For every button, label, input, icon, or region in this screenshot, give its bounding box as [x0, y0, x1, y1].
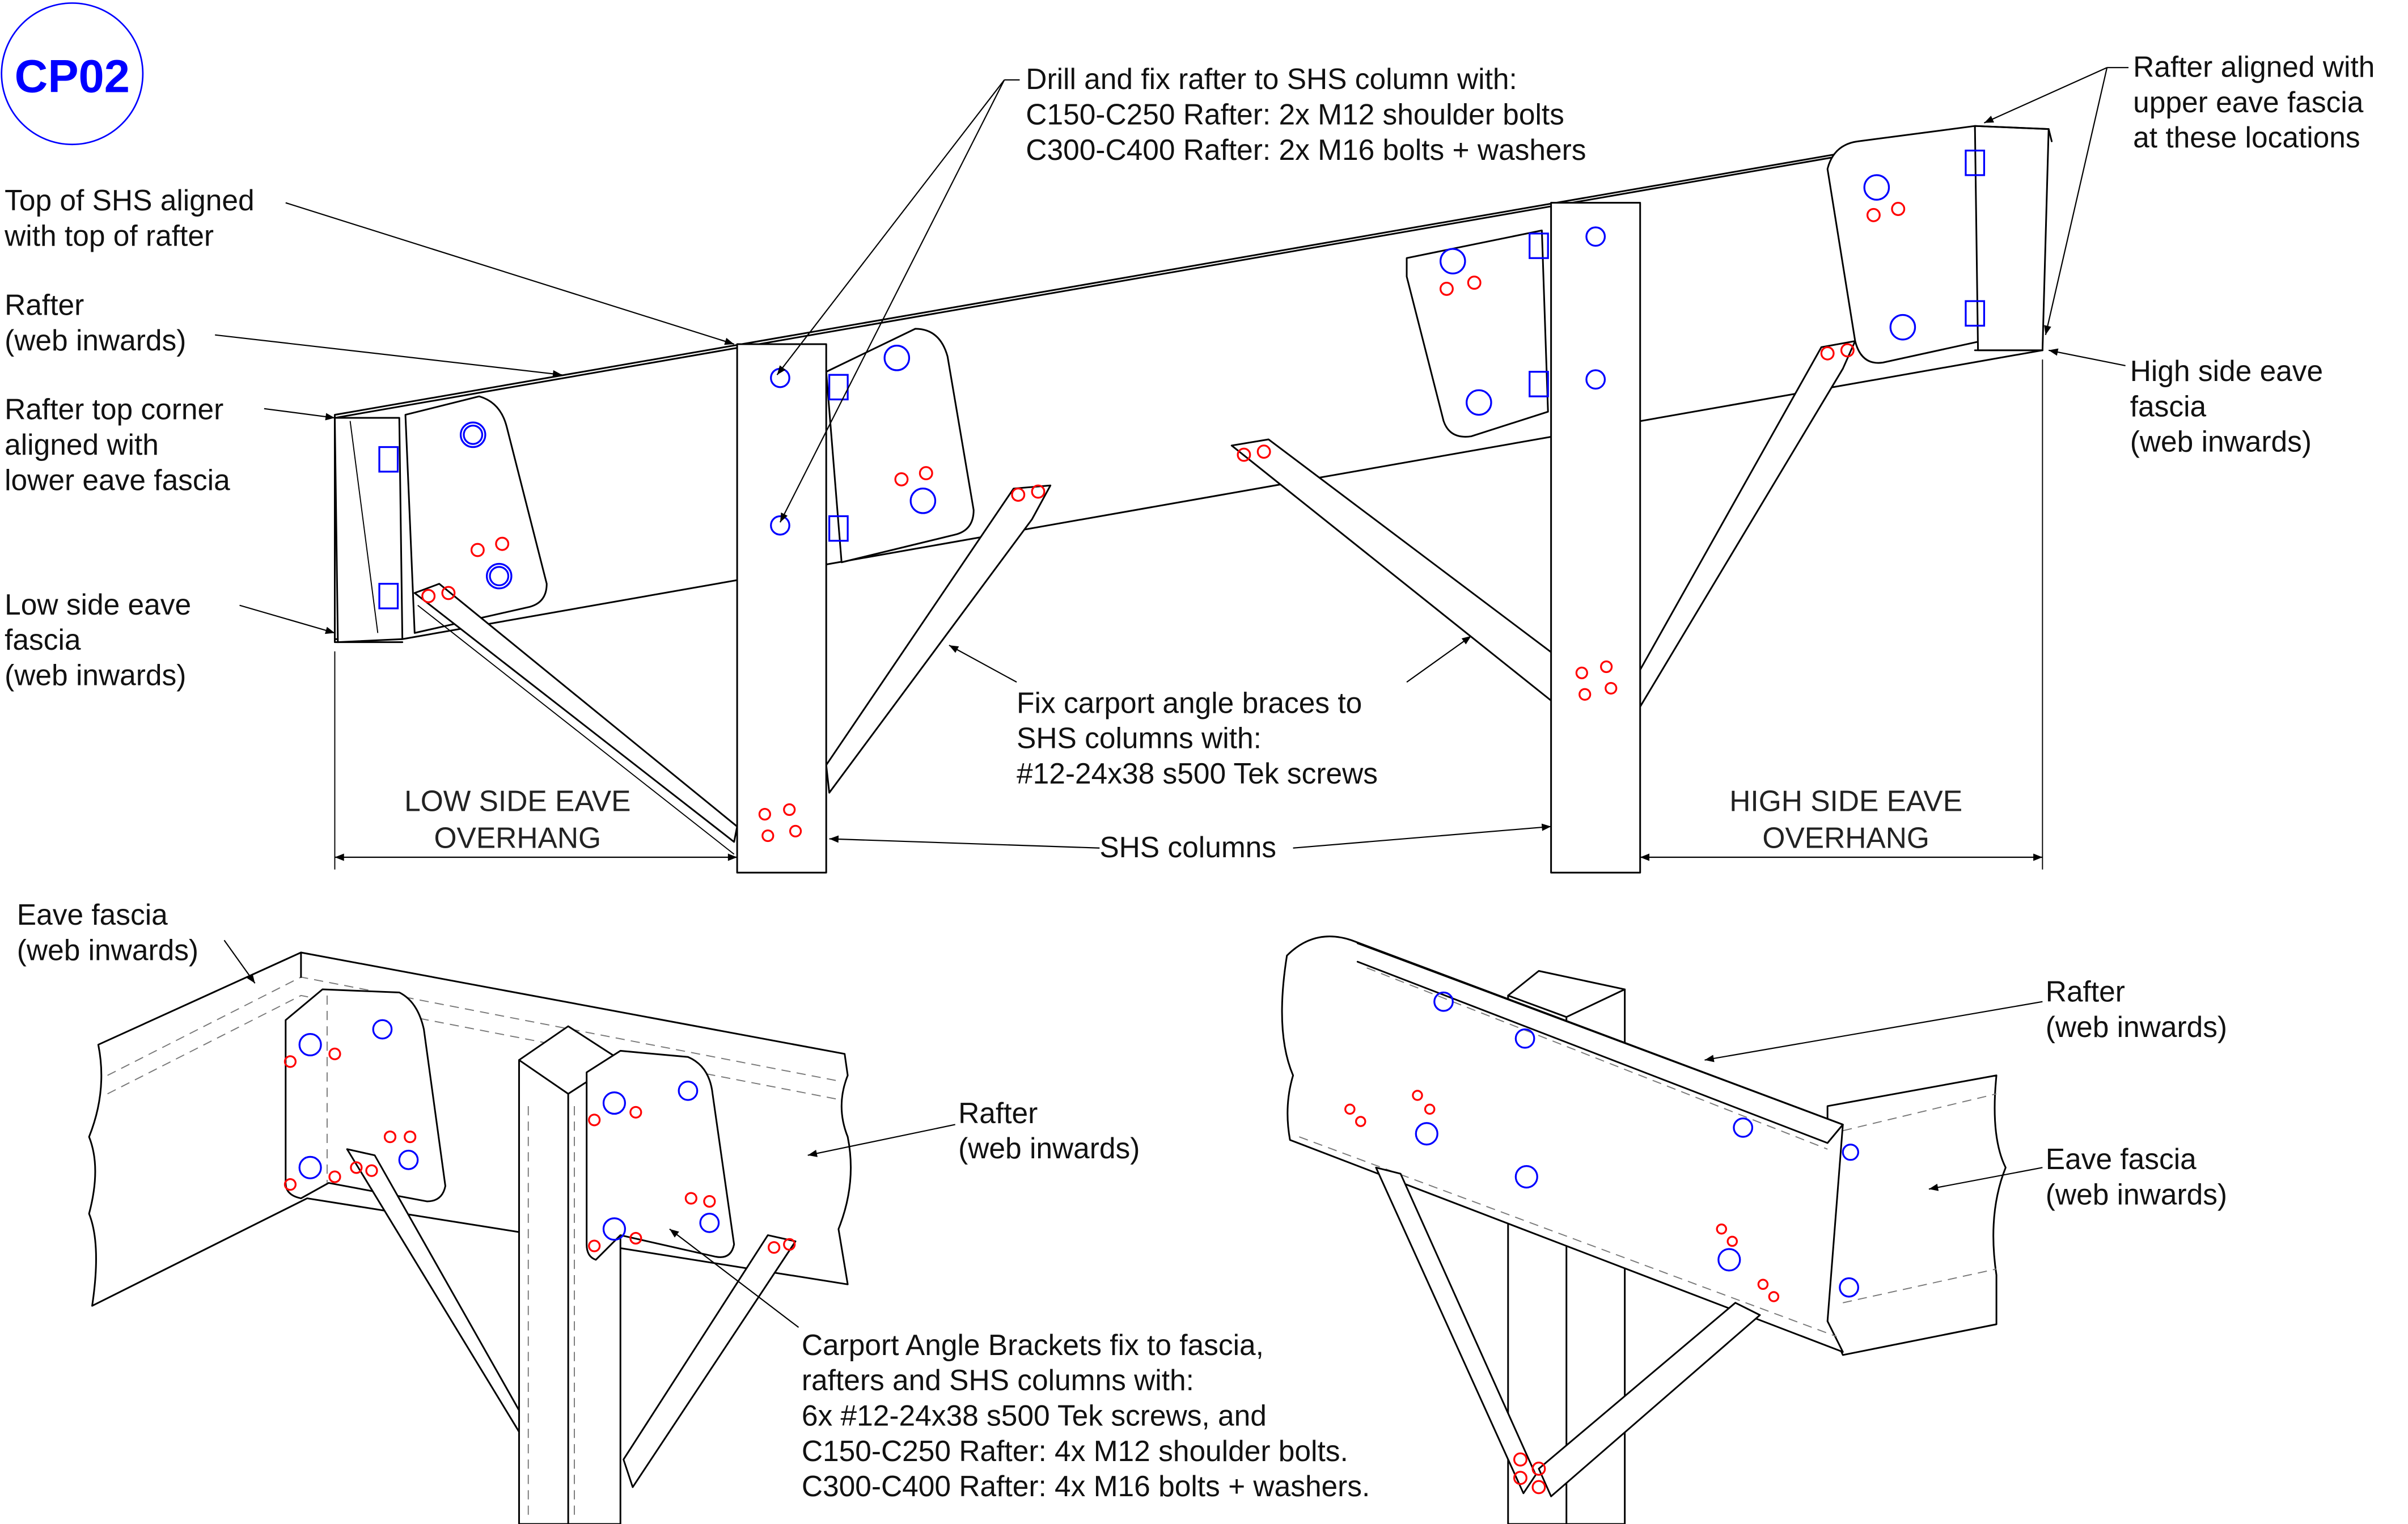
bracket-plate-right-1 [1406, 229, 1549, 438]
low-side-fascia [333, 417, 404, 644]
detail-left-brace-1 [346, 1148, 520, 1433]
callout-drill-and-fix: Drill and fix rafter to SHS column with:… [1026, 62, 1586, 166]
detail-right-rafter [1281, 935, 1844, 1353]
tek-screws-top-view [421, 202, 1906, 843]
drawing-id-badge: CP02 [1, 2, 144, 146]
rafter-body [333, 128, 2043, 640]
detail-right-callouts: Rafter(web inwards) Eave fascia(web inwa… [2046, 975, 2227, 1211]
callout-detail-right-rafter: Rafter(web inwards) [2046, 975, 2227, 1043]
top-elevation-view [215, 67, 2129, 874]
angle-brace-1-flange [417, 604, 735, 855]
angle-brace-3 [1230, 438, 1555, 702]
bracket-plate-left-2 [825, 328, 975, 564]
shs-column-2 [1550, 202, 1641, 874]
high-side-fascia [1974, 125, 2050, 352]
detail-left-fixings [283, 1019, 796, 1254]
detail-right-fixings [1344, 991, 1859, 1495]
low-fascia-edge [349, 421, 379, 633]
high-fascia-lips [1974, 125, 2053, 352]
detail-right-brace-2 [1538, 1302, 1761, 1497]
leaders-top-view [215, 67, 2129, 849]
callout-detail-left-rafter: Rafter(web inwards) [958, 1097, 1140, 1165]
angle-brace-2 [825, 484, 1052, 794]
detail-left-callouts: Eave fascia(web inwards) Rafter(web inwa… [17, 898, 1370, 1502]
callout-detail-left-eave-fascia: Eave fascia(web inwards) [17, 898, 198, 966]
callout-detail-right-eave-fascia: Eave fascia(web inwards) [2046, 1142, 2227, 1210]
drawing-id-text: CP02 [15, 51, 130, 103]
low-fascia-lips [333, 417, 404, 644]
detail-left-isometric [88, 939, 955, 1524]
callout-rafter: Rafter(web inwards) [5, 288, 186, 356]
detail-left-bracket-1 [285, 988, 446, 1203]
detail-right-fascia [1826, 1074, 2007, 1356]
detail-left-bracket-2 [586, 1049, 735, 1261]
detail-right-isometric [1281, 935, 2043, 1524]
detail-left-brace-2 [623, 1234, 797, 1488]
dimension-lines [334, 359, 2043, 870]
callout-shs-columns: SHS columns [1099, 831, 1276, 863]
shs-column-1 [736, 343, 827, 874]
callout-detail-left-brackets: Carport Angle Brackets fix to fascia, ra… [802, 1328, 1370, 1502]
detail-left-beam [88, 951, 852, 1307]
rafter-top-edge [333, 131, 1979, 419]
